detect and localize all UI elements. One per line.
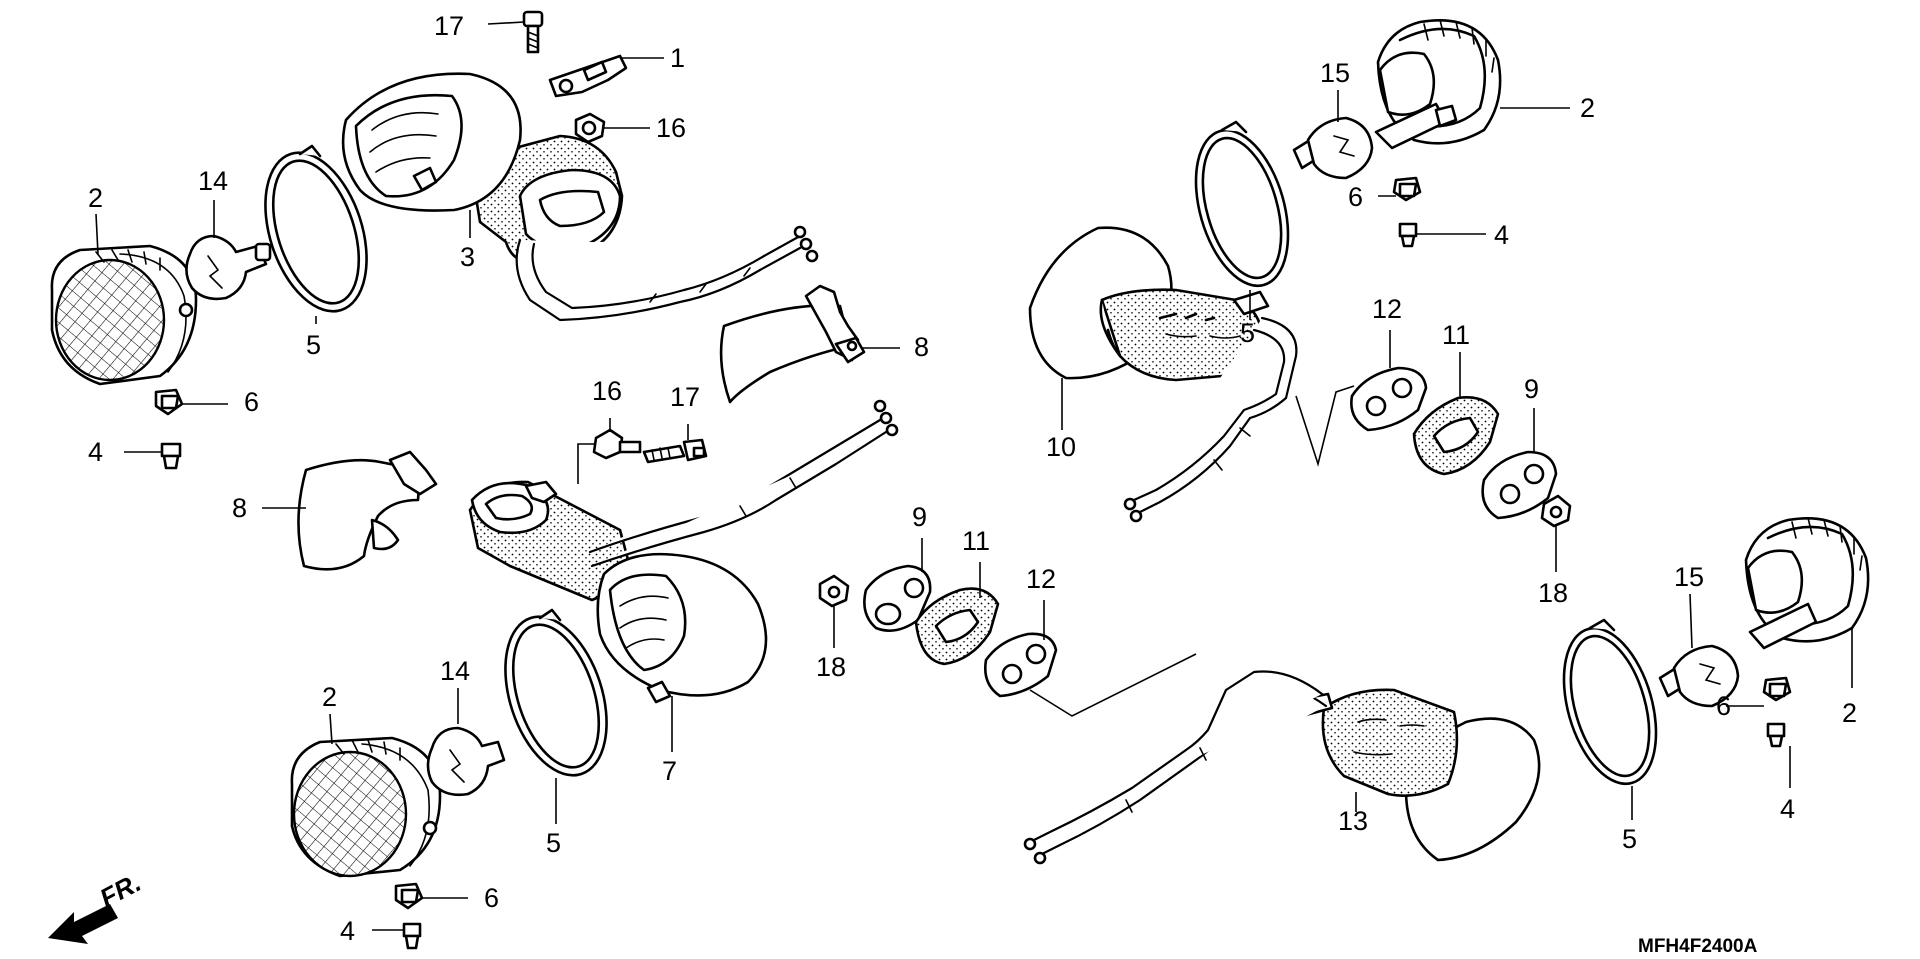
callout-5: 5 (1622, 824, 1637, 854)
housing-7 (468, 480, 768, 704)
callout-4: 4 (88, 437, 103, 467)
drawing-code: MFH4F2400A (1638, 936, 1758, 957)
callout-10: 10 (1046, 432, 1076, 462)
grommet-11-left (914, 587, 1000, 666)
callout-11: 11 (1442, 320, 1470, 350)
callout-16: 16 (592, 376, 622, 406)
front-left-turn-signal-assembly (50, 10, 866, 470)
clip-6-lower (394, 882, 424, 910)
callout-2: 2 (1842, 698, 1857, 728)
link-line-upper (1295, 385, 1355, 467)
clamp-plate-1 (548, 54, 628, 98)
screw-4-lower-right (1766, 722, 1786, 748)
housing-10 (1028, 226, 1270, 422)
screw-4-lower (402, 922, 422, 950)
rim-5-lower-right (1562, 618, 1658, 786)
screw-4-upper (160, 442, 182, 470)
callout-7: 7 (662, 756, 677, 786)
leader-lines (95, 21, 1853, 931)
clip-6-lower-right (1762, 676, 1792, 702)
callout-13: 13 (1338, 806, 1368, 836)
bulb-15-lower (1658, 644, 1740, 708)
wire-harness-upper (515, 225, 819, 322)
callout-1: 1 (670, 43, 685, 73)
callout-2: 2 (88, 183, 103, 213)
bulb-15-upper (1292, 116, 1374, 180)
clip-6-upper-right (1392, 176, 1422, 202)
callout-12: 12 (1026, 564, 1056, 594)
lens-2-upper-left (50, 244, 198, 386)
bolt-17-upper (522, 10, 544, 54)
callout-17: 17 (434, 11, 464, 41)
nut-18-left (818, 574, 850, 608)
callout-17: 17 (670, 382, 700, 412)
wire-harness-lower-right (1023, 670, 1328, 865)
front-right-turn-signal-assembly (1028, 18, 1572, 528)
callout-labels: 17 1 16 2 14 5 3 6 4 8 16 17 8 2 14 5 7 … (88, 11, 1857, 946)
callout-11: 11 (962, 526, 990, 556)
nut-16-upper (574, 112, 606, 144)
callout-6: 6 (1716, 691, 1731, 721)
callout-6: 6 (1348, 182, 1363, 212)
callout-2: 2 (1580, 93, 1595, 123)
callout-18: 18 (816, 652, 846, 682)
leader-16-lower-link (577, 443, 596, 484)
callout-5: 5 (546, 828, 561, 858)
callout-16: 16 (656, 113, 686, 143)
callout-9: 9 (912, 502, 927, 532)
front-arrow-icon (48, 904, 118, 944)
link-line-lower (1029, 653, 1197, 717)
callout-6: 6 (484, 883, 499, 913)
plate-12-right (1350, 366, 1428, 432)
callout-4: 4 (1780, 794, 1795, 824)
center-mount-parts (818, 564, 1197, 717)
callout-8: 8 (232, 493, 247, 523)
stay-8-lower (297, 450, 438, 571)
rim-5-upper-right (1194, 120, 1290, 288)
callout-6: 6 (244, 387, 259, 417)
lens-2-lower-left (290, 736, 442, 878)
callout-4: 4 (340, 916, 355, 946)
rim-5-lower (504, 608, 608, 777)
callout-4: 4 (1494, 220, 1509, 250)
bolt-17-lower (642, 438, 708, 464)
front-direction-label: FR. (95, 867, 146, 913)
callout-14: 14 (440, 656, 470, 686)
wire-harness-upper-right (1123, 316, 1298, 523)
lens-2-upper-right (1374, 18, 1502, 150)
rim-5-upper (264, 144, 368, 313)
callout-18: 18 (1538, 578, 1568, 608)
callout-8: 8 (914, 332, 929, 362)
wire-harness-lower-left (588, 399, 899, 568)
bulb-14-lower (426, 726, 506, 797)
callout-14: 14 (198, 166, 228, 196)
screw-4-upper-right (1398, 222, 1418, 248)
collar-9-right (1481, 450, 1558, 520)
rear-right-turn-signal-assembly (1023, 516, 1870, 865)
lens-2-lower-right (1744, 516, 1870, 650)
bolt-16-lower (592, 428, 642, 460)
callout-9: 9 (1524, 374, 1539, 404)
plate-12-left (984, 632, 1058, 698)
callout-12: 12 (1372, 294, 1402, 324)
housing-3 (341, 72, 624, 264)
housing-13 (1294, 688, 1541, 862)
rear-left-turn-signal-assembly (290, 399, 899, 950)
grommet-11-right (1412, 396, 1500, 476)
callout-5: 5 (306, 330, 321, 360)
bulb-14-upper (185, 234, 272, 301)
nut-18-right (1540, 494, 1572, 528)
callout-3: 3 (460, 242, 475, 272)
callout-15: 15 (1674, 562, 1704, 592)
callout-5: 5 (1240, 318, 1255, 348)
callout-2: 2 (322, 682, 337, 712)
collar-9-left (863, 564, 932, 632)
front-direction-indicator: FR. (48, 867, 146, 944)
clip-6-upper (154, 388, 184, 416)
callout-15: 15 (1320, 58, 1350, 88)
stay-8-upper (719, 284, 866, 404)
